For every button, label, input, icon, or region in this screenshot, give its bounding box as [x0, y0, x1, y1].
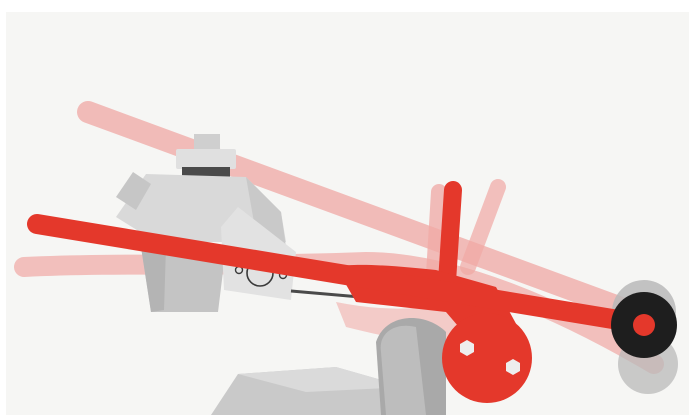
end-wheel [611, 292, 677, 358]
housing-collar [176, 149, 236, 169]
pivot-disc [442, 313, 532, 403]
mounting-plate [211, 318, 446, 415]
mechanism-illustration [6, 12, 689, 415]
illustration-canvas [6, 12, 689, 415]
housing-lower-shade [141, 247, 166, 312]
ghost-bracket-left [434, 192, 439, 274]
